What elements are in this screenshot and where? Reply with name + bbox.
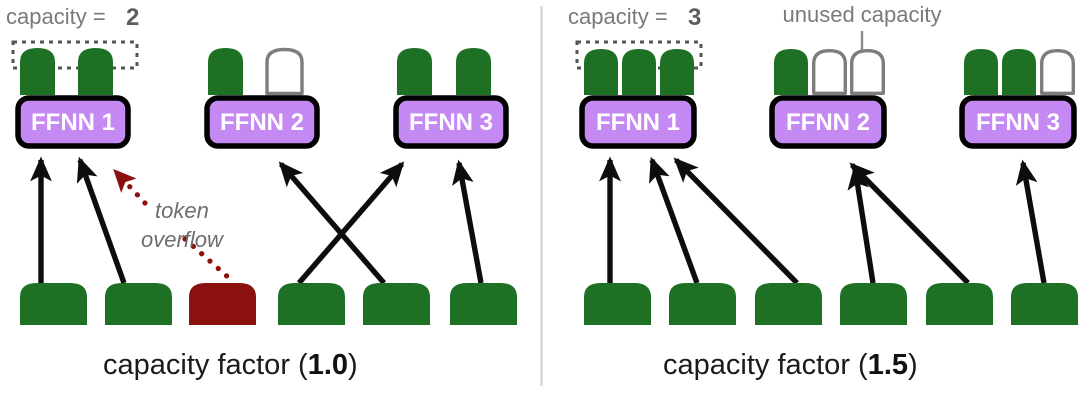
slot-token-filled [622, 49, 656, 95]
overflow-arrow [113, 168, 232, 281]
expert-rect [959, 95, 1077, 149]
expert-label: FFNN 3 [409, 109, 493, 136]
caption-right: capacity factor (1.5) [663, 349, 918, 381]
expert-left-2-slots [208, 47, 304, 96]
slot-token-filled [397, 48, 432, 95]
capacity-highlight-box-left [11, 40, 139, 70]
input-token [363, 283, 430, 325]
slot-token-filled [208, 48, 243, 95]
token-overflow-line1: token [155, 198, 209, 223]
capacity-value-right: 3 [688, 4, 701, 31]
slot-token-empty [850, 49, 885, 95]
panel-left: capacity = 2 FFNN 1 FFNN 2 [6, 4, 517, 381]
input-token [926, 283, 993, 325]
caption-prefix: capacity factor ( [663, 349, 868, 381]
expert-box-right-3[interactable]: FFNN 3 [959, 95, 1077, 149]
expert-label: FFNN 1 [596, 109, 680, 136]
slot-token-filled [78, 48, 113, 95]
overflow-dotted-upper [113, 168, 148, 206]
token-overflow-annotation: token overflow [141, 198, 225, 252]
expert-box-right-2[interactable]: FFNN 2 [769, 95, 887, 149]
slot-token-filled [456, 48, 491, 95]
svg-text:capacity factor (1.5): capacity factor (1.5) [663, 349, 918, 381]
slot-token-filled [964, 49, 998, 95]
slot-token-empty [812, 49, 847, 95]
routing-arrows-right [599, 156, 1047, 285]
caption-suffix: ) [348, 349, 358, 381]
expert-label: FFNN 3 [976, 109, 1060, 136]
input-token [450, 283, 517, 325]
input-token [20, 283, 87, 325]
caption-value: 1.0 [308, 349, 348, 381]
caption-prefix: capacity factor ( [103, 349, 308, 381]
slot-token-filled [20, 48, 55, 95]
route-arrow [649, 156, 700, 284]
capacity-label-left: capacity = [6, 4, 106, 29]
unused-capacity-annotation: unused capacity [783, 2, 942, 55]
caption-value: 1.5 [868, 349, 908, 381]
input-token [584, 283, 651, 325]
input-token [755, 283, 822, 325]
expert-right-2-slots [774, 49, 885, 95]
expert-left-1-slots [20, 48, 113, 95]
route-arrow [1015, 159, 1047, 284]
token-overflow-line2: overflow [141, 227, 225, 252]
caption-suffix: ) [908, 349, 918, 381]
route-arrow [452, 159, 484, 284]
expert-left-3-slots [397, 48, 491, 95]
expert-right-3-slots [964, 49, 1075, 95]
expert-rect [579, 95, 697, 149]
capacity-value-left: 2 [126, 4, 139, 31]
input-token [669, 283, 736, 325]
route-arrow [849, 162, 970, 285]
panel-right: capacity = 3 unused capacity FFNN 1 [568, 2, 1078, 381]
route-arrow [278, 161, 387, 285]
input-token [1011, 283, 1078, 325]
route-arrow [296, 161, 405, 285]
expert-label: FFNN 2 [220, 109, 304, 136]
input-token-overflow [189, 283, 256, 325]
expert-box-left-3[interactable]: FFNN 3 [393, 95, 509, 149]
svg-text:capacity factor (1.0): capacity factor (1.0) [103, 349, 358, 381]
expert-rect [769, 95, 887, 149]
input-token [840, 283, 907, 325]
expert-rect [15, 95, 131, 149]
slot-token-filled [1002, 49, 1036, 95]
route-arrow [76, 156, 127, 284]
expert-label: FFNN 1 [31, 109, 115, 136]
input-token [105, 283, 172, 325]
overflow-dotted-lower [182, 236, 232, 281]
input-tokens-left [20, 283, 517, 325]
capacity-label-right: capacity = [568, 4, 668, 29]
expert-box-left-2[interactable]: FFNN 2 [204, 95, 320, 149]
slot-token-filled [774, 49, 808, 95]
route-arrow [673, 157, 799, 285]
slot-token-empty [1040, 49, 1075, 95]
expert-box-right-1[interactable]: FFNN 1 [579, 95, 697, 149]
slot-token-filled [584, 49, 618, 95]
input-token [278, 283, 345, 325]
expert-box-left-1[interactable]: FFNN 1 [15, 95, 131, 149]
routing-arrows-left [30, 156, 484, 285]
unused-capacity-label: unused capacity [783, 2, 942, 27]
expert-rect [204, 95, 320, 149]
input-tokens-right [584, 283, 1078, 325]
caption-left: capacity factor (1.0) [103, 349, 358, 381]
expert-right-1-slots [584, 49, 694, 95]
capacity-highlight-box-right [575, 40, 703, 70]
expert-rect [393, 95, 509, 149]
expert-label: FFNN 2 [786, 109, 870, 136]
slot-token-filled [660, 49, 694, 95]
slot-token-empty [265, 47, 304, 96]
